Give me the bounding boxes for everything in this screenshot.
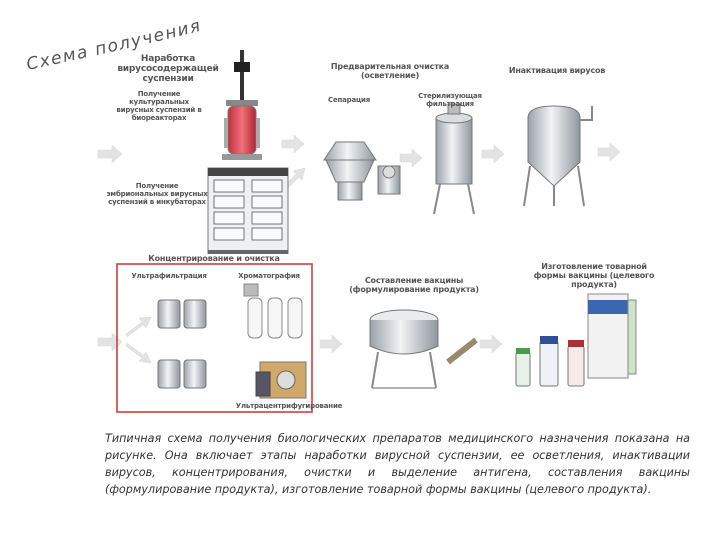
arrow-split-down xyxy=(126,343,151,363)
label-ultracentrifugation: Ультрацентрифугирование xyxy=(222,402,356,410)
vaccine-product-image xyxy=(516,294,636,386)
arrow-filter-to-inact xyxy=(482,145,504,163)
incubator-image xyxy=(208,168,288,254)
ultrafiltration-image xyxy=(158,300,206,388)
label-formulation: Составление вакцины (формулирование прод… xyxy=(334,276,494,294)
caption-text: Типичная схема получения биологических п… xyxy=(105,430,690,498)
label-chromatography: Хроматография xyxy=(232,272,306,280)
label-separation: Сепарация xyxy=(318,96,380,104)
arrow-bio-to-sep xyxy=(282,135,304,153)
separator-image xyxy=(324,142,400,200)
arrow-sep-to-filter xyxy=(400,149,422,167)
label-sterile-filtration: Стерилизующая фильтрация xyxy=(404,92,496,108)
bioreactor-image xyxy=(222,50,262,160)
arrow-form-to-final xyxy=(480,335,502,353)
arrow-inact-out xyxy=(598,143,620,161)
label-inactivation: Инактивация вирусов xyxy=(496,66,618,75)
formulation-tank-image xyxy=(370,310,476,388)
ultracentrifuge-image xyxy=(256,362,306,398)
label-bioreactor: Получение культуральных вирусных суспенз… xyxy=(112,90,206,122)
chromatography-image xyxy=(244,284,302,338)
label-concentration: Концентрирование и очистка xyxy=(136,254,292,263)
filtration-tank-image xyxy=(434,104,474,214)
label-ultrafiltration: Ультрафильтрация xyxy=(124,272,214,280)
arrow-bottom-left xyxy=(98,333,122,351)
arrow-split-up xyxy=(126,317,151,337)
label-incubator: Получение эмбриональных вирусных суспенз… xyxy=(106,182,208,206)
inactivation-vessel-image xyxy=(524,106,592,206)
label-pre-purification: Предварительная очистка (осветление) xyxy=(312,62,468,80)
label-production: Наработка вирусосодержащей суспензии xyxy=(112,54,224,84)
label-final-form: Изготовление товарной формы вакцины (цел… xyxy=(528,262,660,289)
arrow-conc-to-form xyxy=(320,335,342,353)
arrow-top-left xyxy=(98,145,122,163)
